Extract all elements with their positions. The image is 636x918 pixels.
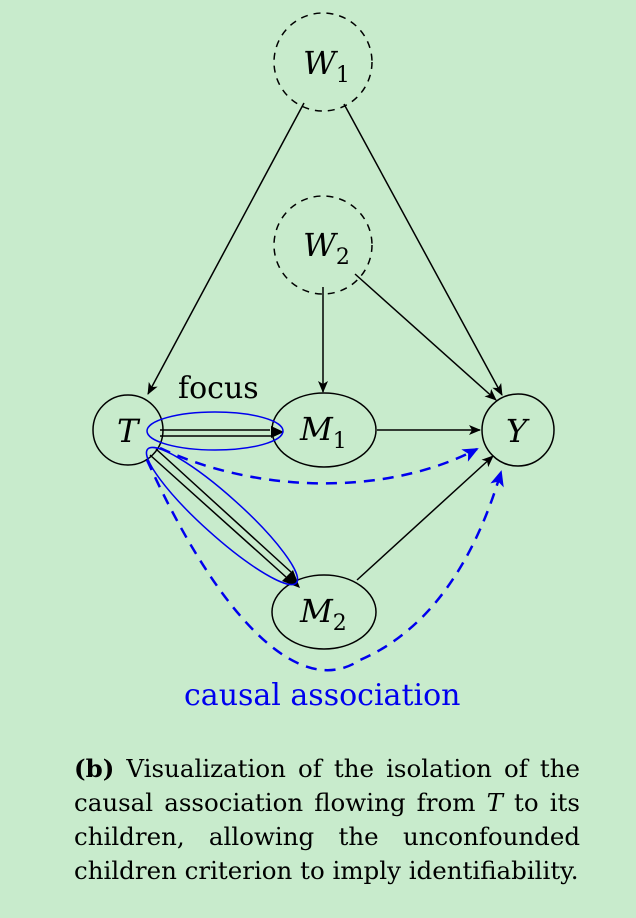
causal-association-label: causal association — [184, 678, 460, 713]
node-m1-subscript: 1 — [333, 429, 347, 454]
caption-lead: (b) — [74, 754, 115, 783]
node-m2-subscript: 2 — [333, 611, 347, 636]
caption-variable-t: T — [486, 788, 503, 817]
node-w1-subscript: 1 — [336, 63, 350, 88]
node-m1-letter: M — [299, 410, 334, 448]
node-t-letter: T — [117, 412, 141, 450]
edge-t-m1 — [160, 426, 284, 438]
edge-m2-y — [356, 455, 494, 581]
svg-text:M2: M2 — [299, 592, 347, 636]
caption-text-part2: to its children, allowing the unconfound… — [74, 788, 580, 885]
focus-ellipse-t-m1 — [146, 411, 284, 451]
edge-w2-y — [354, 273, 497, 401]
focus-ellipse-t-m2 — [145, 446, 299, 586]
caption-text-part1: Visualization of the isolation of the ca… — [74, 754, 580, 817]
focus-label: focus — [178, 371, 259, 406]
node-t: T — [92, 394, 164, 466]
edge-w1-y — [343, 103, 503, 396]
causal-association-curve-lower — [145, 459, 504, 672]
node-y-letter: Y — [506, 412, 530, 450]
edge-t-m2 — [149, 448, 300, 588]
svg-text:W2: W2 — [303, 226, 350, 270]
edge-w1-t — [147, 102, 305, 395]
node-w2: W2 — [273, 195, 373, 295]
node-w2-letter: W — [303, 226, 339, 264]
node-w1: W1 — [273, 12, 373, 112]
node-m2-letter: M — [299, 592, 334, 630]
node-w2-subscript: 2 — [336, 245, 350, 270]
node-w1-letter: W — [303, 44, 339, 82]
node-y: Y — [481, 393, 555, 467]
svg-text:W1: W1 — [303, 44, 350, 88]
node-m2: M2 — [271, 574, 377, 650]
svg-text:M1: M1 — [299, 410, 347, 454]
node-m1: M1 — [271, 392, 377, 468]
figure-caption: (b) Visualization of the isolation of th… — [74, 752, 580, 888]
causal-diagram: W1 W2 T M1 M2 Y focus — [92, 12, 555, 713]
causal-association-curve-upper — [159, 446, 479, 485]
